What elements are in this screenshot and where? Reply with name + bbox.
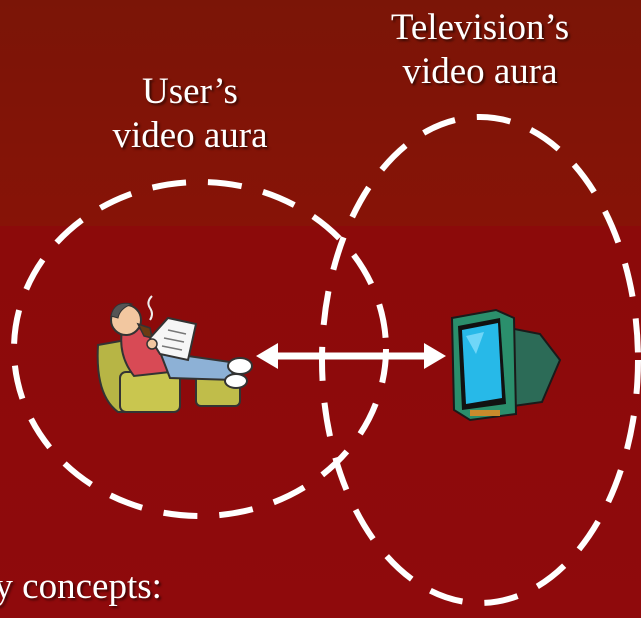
user-aura-label-line1: User’s: [142, 71, 238, 112]
title-band: [0, 0, 641, 226]
television-video-aura-label: Television’s video aura: [355, 6, 605, 94]
key-concepts-caption: ey concepts:: [0, 566, 162, 607]
television-icon: [450, 308, 562, 422]
tv-aura-label-line1: Television’s: [390, 7, 570, 48]
man-reading-icon: [96, 295, 253, 413]
tv-aura-label-line2: video aura: [402, 51, 558, 92]
television-video-aura: [319, 114, 641, 606]
user-video-aura: [11, 179, 389, 519]
double-arrow-connector: [256, 343, 446, 369]
user-video-aura-label: User’s video aura: [70, 70, 310, 158]
user-aura-label-line2: video aura: [112, 115, 268, 156]
